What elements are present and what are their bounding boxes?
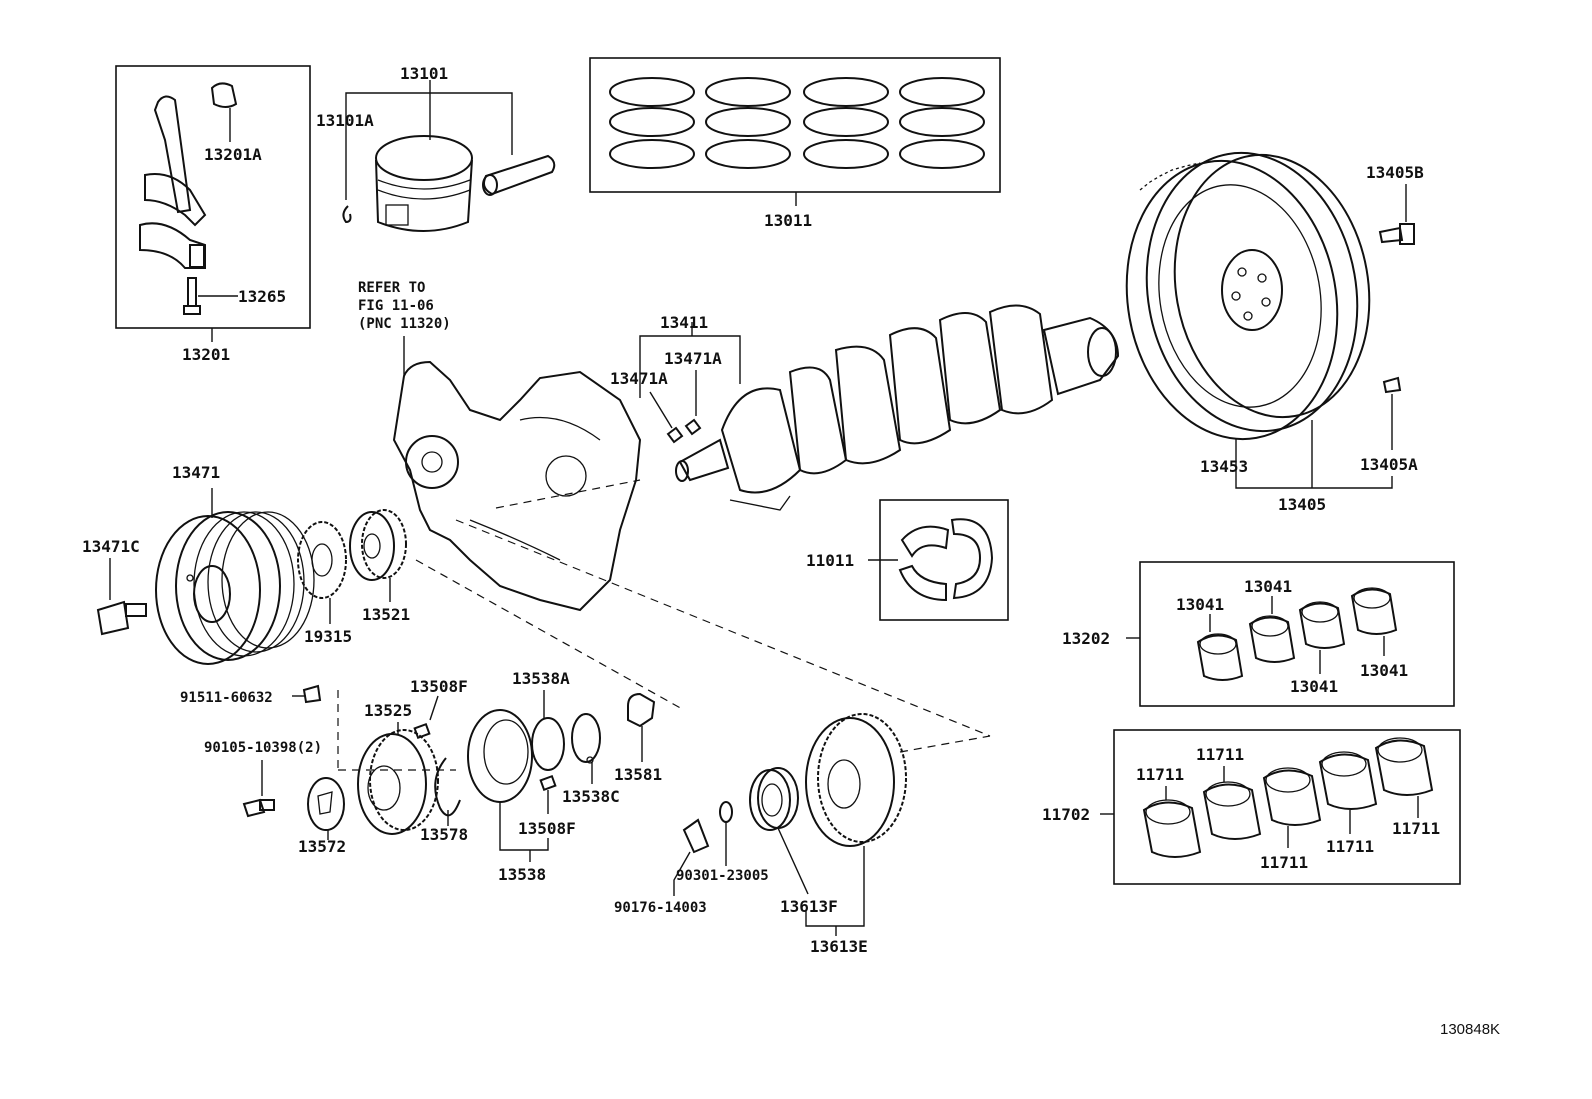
reference-note-line1: REFER TO [358, 280, 425, 296]
seal-13538C-drawing [571, 713, 601, 764]
label-13508F-a[interactable]: 13508F [410, 677, 468, 696]
label-13041-a[interactable]: 13041 [1176, 595, 1224, 614]
flywheel-drawing [1125, 151, 1371, 441]
label-13525[interactable]: 13525 [364, 701, 412, 720]
oil-pump-body-drawing [392, 360, 642, 612]
label-11011[interactable]: 11011 [806, 551, 854, 570]
label-90105-10398[interactable]: 90105-10398(2) [204, 740, 322, 756]
label-13453[interactable]: 13453 [1200, 457, 1248, 476]
pulley-bolt-drawing [96, 600, 147, 636]
thrust-washer-drawing [898, 518, 994, 602]
bolt-91511-drawing [302, 684, 322, 704]
label-13471A-a[interactable]: 13471A [664, 349, 722, 368]
plug-90176-drawing [682, 818, 710, 854]
reference-note-line3: (PNC 11320) [358, 316, 451, 332]
key-13508F-b-drawing [539, 774, 557, 792]
label-13581[interactable]: 13581 [614, 765, 662, 784]
label-13202[interactable]: 13202 [1062, 629, 1110, 648]
label-13201A[interactable]: 13201A [204, 145, 262, 164]
snap-ring-13578-drawing [434, 757, 461, 817]
label-90301-23005[interactable]: 90301-23005 [676, 868, 769, 884]
label-13011[interactable]: 13011 [764, 211, 812, 230]
main-bearing-box [1139, 561, 1455, 707]
label-90176-14003[interactable]: 90176-14003 [614, 900, 707, 916]
label-13578[interactable]: 13578 [420, 825, 468, 844]
piston-drawing [375, 135, 473, 232]
label-13471A-b[interactable]: 13471A [610, 369, 668, 388]
bolt-90105-drawing [242, 798, 275, 818]
o-ring-13538A-drawing [531, 717, 565, 771]
label-13538A[interactable]: 13538A [512, 669, 570, 688]
label-13101[interactable]: 13101 [400, 64, 448, 83]
pump-gear-13613E-drawing [805, 713, 907, 847]
plate-13572-drawing [307, 777, 345, 831]
piston-pin-drawing [482, 154, 556, 196]
label-13508F-b[interactable]: 13508F [518, 819, 576, 838]
dowel-pin-drawing [1382, 376, 1402, 394]
piston-ring-set-box [589, 57, 1001, 193]
oil-pump-drive-gear-drawing [349, 509, 407, 581]
label-13572[interactable]: 13572 [298, 837, 346, 856]
label-11702[interactable]: 11702 [1042, 805, 1090, 824]
crank-key-drawing [666, 418, 702, 444]
label-13201[interactable]: 13201 [182, 345, 230, 364]
label-13041-d[interactable]: 13041 [1360, 661, 1408, 680]
rod-bolt-drawing [183, 277, 201, 315]
diagram-code: 130848K [1440, 1021, 1500, 1038]
label-13405[interactable]: 13405 [1278, 495, 1326, 514]
label-13265[interactable]: 13265 [238, 287, 286, 306]
shaft-13581-drawing [627, 692, 656, 728]
label-13471C[interactable]: 13471C [82, 537, 140, 556]
reference-note-line2: FIG 11-06 [358, 298, 434, 314]
snap-ring-drawing [342, 205, 352, 224]
connecting-rod-drawing [139, 95, 207, 269]
gasket-90301-drawing [719, 801, 733, 823]
label-13101A[interactable]: 13101A [316, 111, 374, 130]
label-13405A[interactable]: 13405A [1360, 455, 1418, 474]
bushing-drawing [210, 82, 238, 108]
piston-rings-drawing [609, 77, 985, 169]
crankshaft-drawing [675, 304, 1120, 511]
label-11711-d[interactable]: 11711 [1326, 837, 1374, 856]
label-11711-e[interactable]: 11711 [1392, 819, 1440, 838]
connecting-rod-box [115, 65, 311, 329]
thrust-washer-box [879, 499, 1009, 621]
gear-plate-13538-drawing [467, 709, 533, 803]
balancer-gear-drawing [357, 729, 439, 835]
label-13041-b[interactable]: 13041 [1244, 577, 1292, 596]
rod-bearing-box [1113, 729, 1461, 885]
oil-seal-13613F-drawing [749, 767, 799, 831]
label-13538[interactable]: 13538 [498, 865, 546, 884]
label-91511-60632[interactable]: 91511-60632 [180, 690, 273, 706]
label-13521[interactable]: 13521 [362, 605, 410, 624]
label-19315[interactable]: 19315 [304, 627, 352, 646]
key-13508F-a-drawing [413, 722, 431, 740]
flywheel-bolt-drawing [1378, 223, 1415, 245]
label-11711-b[interactable]: 11711 [1196, 745, 1244, 764]
rod-bearings-drawing [1142, 737, 1434, 858]
label-13538C[interactable]: 13538C [562, 787, 620, 806]
label-13405B[interactable]: 13405B [1366, 163, 1424, 182]
timing-sprocket-drawing [297, 521, 347, 599]
label-13471[interactable]: 13471 [172, 463, 220, 482]
label-13613F[interactable]: 13613F [780, 897, 838, 916]
label-11711-c[interactable]: 11711 [1260, 853, 1308, 872]
label-13041-c[interactable]: 13041 [1290, 677, 1338, 696]
crank-pulley-drawing [155, 511, 315, 665]
label-13411[interactable]: 13411 [660, 313, 708, 332]
main-bearings-drawing [1196, 587, 1398, 681]
label-11711-a[interactable]: 11711 [1136, 765, 1184, 784]
label-13613E[interactable]: 13613E [810, 937, 868, 956]
